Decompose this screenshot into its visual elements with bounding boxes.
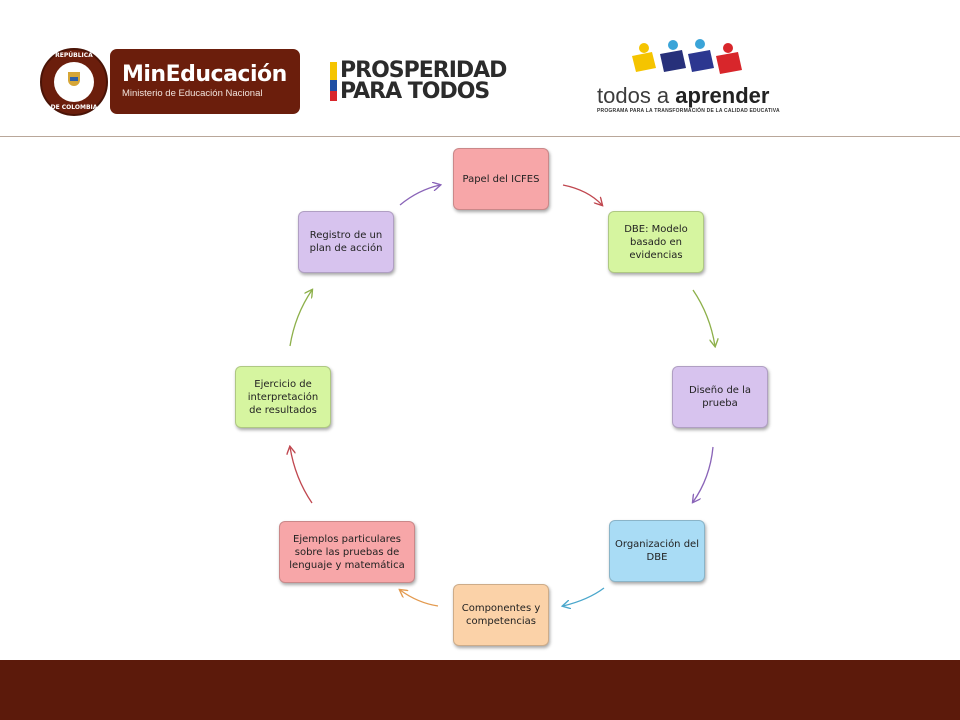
taa-subtitle: PROGRAMA PARA LA TRANSFORMACIÓN DE LA CA… xyxy=(597,108,780,114)
ministry-subtitle: Ministerio de Educación Nacional xyxy=(122,88,263,99)
header-divider xyxy=(0,136,960,137)
arrow-8 xyxy=(399,185,440,206)
footer-bar xyxy=(0,660,960,720)
seal-text-top: REPÚBLICA xyxy=(55,52,93,59)
todos-a-aprender-logo: todos a aprender xyxy=(597,83,769,109)
prosperidad-logo: PROSPERIDAD PARA TODOS xyxy=(340,58,507,104)
arrow-7 xyxy=(289,290,312,347)
arrow-2 xyxy=(692,289,715,346)
node-diseno-prueba: Diseño de la prueba xyxy=(672,366,768,428)
colombia-flag-icon xyxy=(330,62,337,101)
arrow-6 xyxy=(290,447,313,504)
node-ejercicio: Ejercicio de interpretación de resultado… xyxy=(235,366,331,428)
colombia-seal-logo: REPÚBLICA DE COLOMBIA xyxy=(40,48,108,116)
arrow-1 xyxy=(562,184,602,205)
prosperidad-line2: PARA TODOS xyxy=(340,79,490,104)
node-papel-icfes: Papel del ICFES xyxy=(453,148,549,210)
ministry-title: MinEducación xyxy=(122,62,287,87)
arrow-4 xyxy=(563,587,605,606)
coat-of-arms-icon xyxy=(68,72,80,86)
todos-a-aprender-cubes-icon xyxy=(632,39,742,74)
prosperidad-line1: PROSPERIDAD xyxy=(340,58,507,83)
node-organizacion-dbe: Organización del DBE xyxy=(609,520,705,582)
mineducacion-logo: MinEducación Ministerio de Educación Nac… xyxy=(110,49,300,114)
arrow-5 xyxy=(400,590,439,607)
node-componentes: Componentes y competencias xyxy=(453,584,549,646)
header: REPÚBLICA DE COLOMBIA MinEducación Minis… xyxy=(0,0,960,136)
node-dbe-modelo: DBE: Modelo basado en evidencias xyxy=(608,211,704,273)
node-registro: Registro de un plan de acción xyxy=(298,211,394,273)
seal-center xyxy=(54,62,94,102)
taa-bold: aprender xyxy=(675,83,770,108)
seal-text-bottom: DE COLOMBIA xyxy=(50,104,98,111)
node-ejemplos: Ejemplos particulares sobre las pruebas … xyxy=(279,521,415,583)
taa-prefix: todos a xyxy=(597,83,676,108)
arrow-3 xyxy=(693,446,714,502)
